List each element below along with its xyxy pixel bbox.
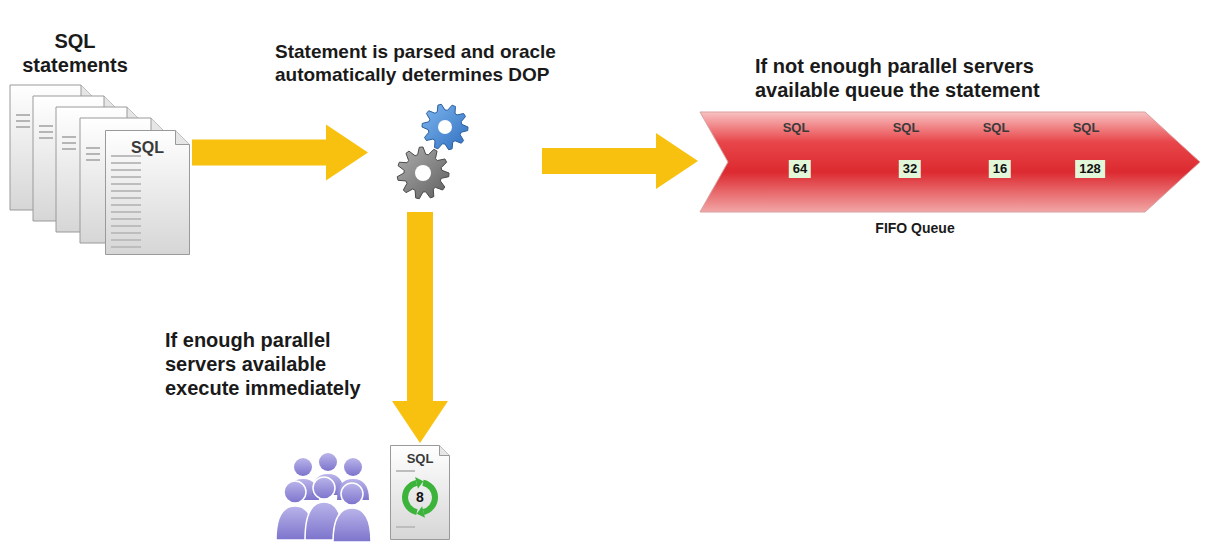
document-label: SQL: [390, 451, 450, 467]
step-heading: SQL statements: [10, 29, 140, 77]
users-icon: [276, 453, 371, 542]
parse-step: Statement is parsed and oracle automatic…: [370, 95, 540, 210]
step-heading: If enough parallel servers available exe…: [165, 328, 390, 400]
running-statement: SQL 8: [390, 445, 450, 540]
dop-number: 128: [1075, 160, 1105, 178]
sql-document: SQL: [105, 130, 190, 255]
document-label: SQL: [875, 120, 937, 136]
document-stack: SQLSQL statements: [10, 85, 190, 255]
queue-caption: FIFO Queue: [850, 220, 980, 237]
flow-arrow: [542, 133, 698, 189]
dop-number: 32: [899, 160, 921, 178]
document-label: SQL: [105, 138, 190, 157]
queue-band: [700, 112, 1200, 212]
document-label: SQL: [765, 120, 827, 136]
dop-number: 64: [789, 160, 811, 178]
flow-arrow: [192, 125, 368, 181]
step-heading: Statement is parsed and oracle automatic…: [275, 41, 565, 87]
execute-step: SQL8If enough parallel servers available…: [280, 445, 455, 544]
fifo-queue: SQL64SQL32SQL16SQL128If not enough paral…: [700, 112, 1200, 212]
document-label: SQL: [1055, 120, 1117, 136]
step-heading: If not enough parallel servers available…: [755, 54, 1055, 102]
dop-number: 8: [390, 489, 450, 506]
flow-arrow: [392, 212, 448, 443]
gears-icon: [397, 104, 468, 198]
dop-number: 16: [989, 160, 1011, 178]
document-label: SQL: [965, 120, 1027, 136]
